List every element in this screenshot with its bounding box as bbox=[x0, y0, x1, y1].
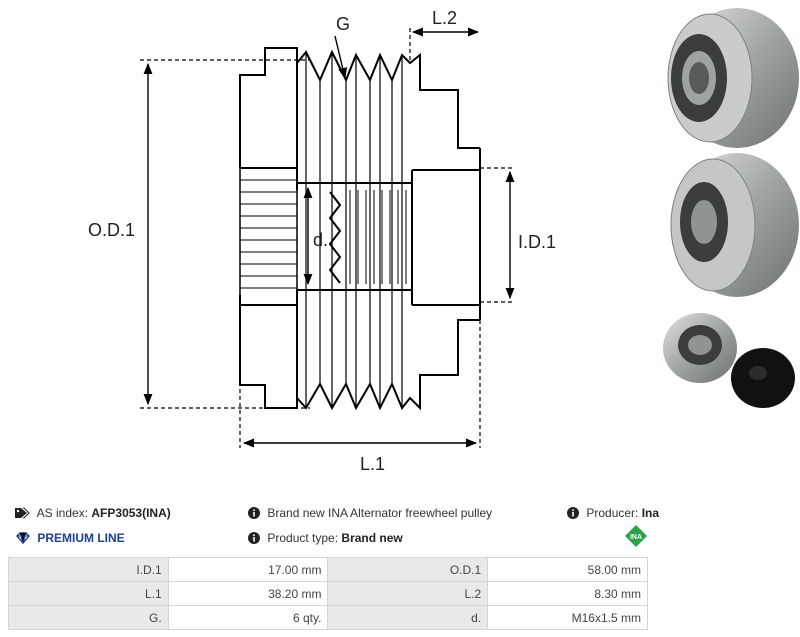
table-row: G.6 qty.d.M16x1.5 mm bbox=[8, 605, 648, 630]
info-icon bbox=[248, 532, 260, 547]
pulley-photo-3-with-cap bbox=[663, 313, 795, 408]
description-row: Brand new INA Alternator freewheel pulle… bbox=[248, 506, 492, 522]
as-index-row: AS index: AFP3053(INA) bbox=[14, 506, 171, 522]
producer-row: Producer: Ina bbox=[567, 506, 659, 522]
premium-line-badge: PREMIUM LINE bbox=[37, 531, 125, 545]
pulley-photo-2 bbox=[670, 153, 799, 297]
premium-line-row: PREMIUM LINE bbox=[16, 531, 125, 547]
dimension-arrows bbox=[143, 27, 515, 448]
product-photos bbox=[663, 8, 799, 408]
spec-value: 38.20 mm bbox=[167, 581, 329, 606]
spec-label: I.D.1 bbox=[8, 557, 169, 582]
spec-label: L.1 bbox=[8, 581, 169, 606]
product-type-label: Product type: bbox=[267, 531, 339, 545]
extension-lines bbox=[140, 28, 515, 448]
technical-drawing: G L.2 O.D.1 d. I.D.1 L.1 bbox=[88, 8, 556, 474]
label-l2: L.2 bbox=[432, 8, 457, 28]
label-od1: O.D.1 bbox=[88, 220, 135, 240]
product-description: Brand new INA Alternator freewheel pulle… bbox=[267, 506, 493, 520]
as-index-label: AS index: bbox=[36, 506, 89, 520]
label-g: G bbox=[336, 14, 350, 34]
spline-lines bbox=[240, 179, 407, 289]
producer-value: Ina bbox=[641, 506, 660, 520]
label-l1: L.1 bbox=[360, 454, 385, 474]
spec-value: 17.00 mm bbox=[167, 557, 329, 582]
label-id1: I.D.1 bbox=[518, 232, 556, 252]
info-icon bbox=[567, 507, 579, 522]
producer-label: Producer: bbox=[586, 506, 639, 520]
spec-value: 58.00 mm bbox=[487, 557, 648, 582]
tags-icon bbox=[14, 507, 30, 522]
product-type-value: Brand new bbox=[341, 531, 403, 545]
as-index-value: AFP3053(INA) bbox=[91, 506, 171, 520]
spec-value: 6 qty. bbox=[167, 605, 329, 630]
product-type-row: Product type: Brand new bbox=[248, 531, 403, 547]
ina-logo: INA bbox=[625, 525, 647, 547]
pulley-photo-1 bbox=[667, 8, 799, 148]
diamond-icon bbox=[16, 532, 30, 547]
spec-value: 8.30 mm bbox=[487, 581, 648, 606]
label-d: d. bbox=[313, 230, 328, 250]
info-icon bbox=[248, 507, 260, 522]
spec-label: G. bbox=[8, 605, 169, 630]
spec-label: O.D.1 bbox=[327, 557, 489, 582]
spec-label: d. bbox=[327, 605, 489, 630]
spec-value: M16x1.5 mm bbox=[487, 605, 648, 630]
ina-logo-text: INA bbox=[630, 534, 642, 541]
spec-label: L.2 bbox=[327, 581, 489, 606]
